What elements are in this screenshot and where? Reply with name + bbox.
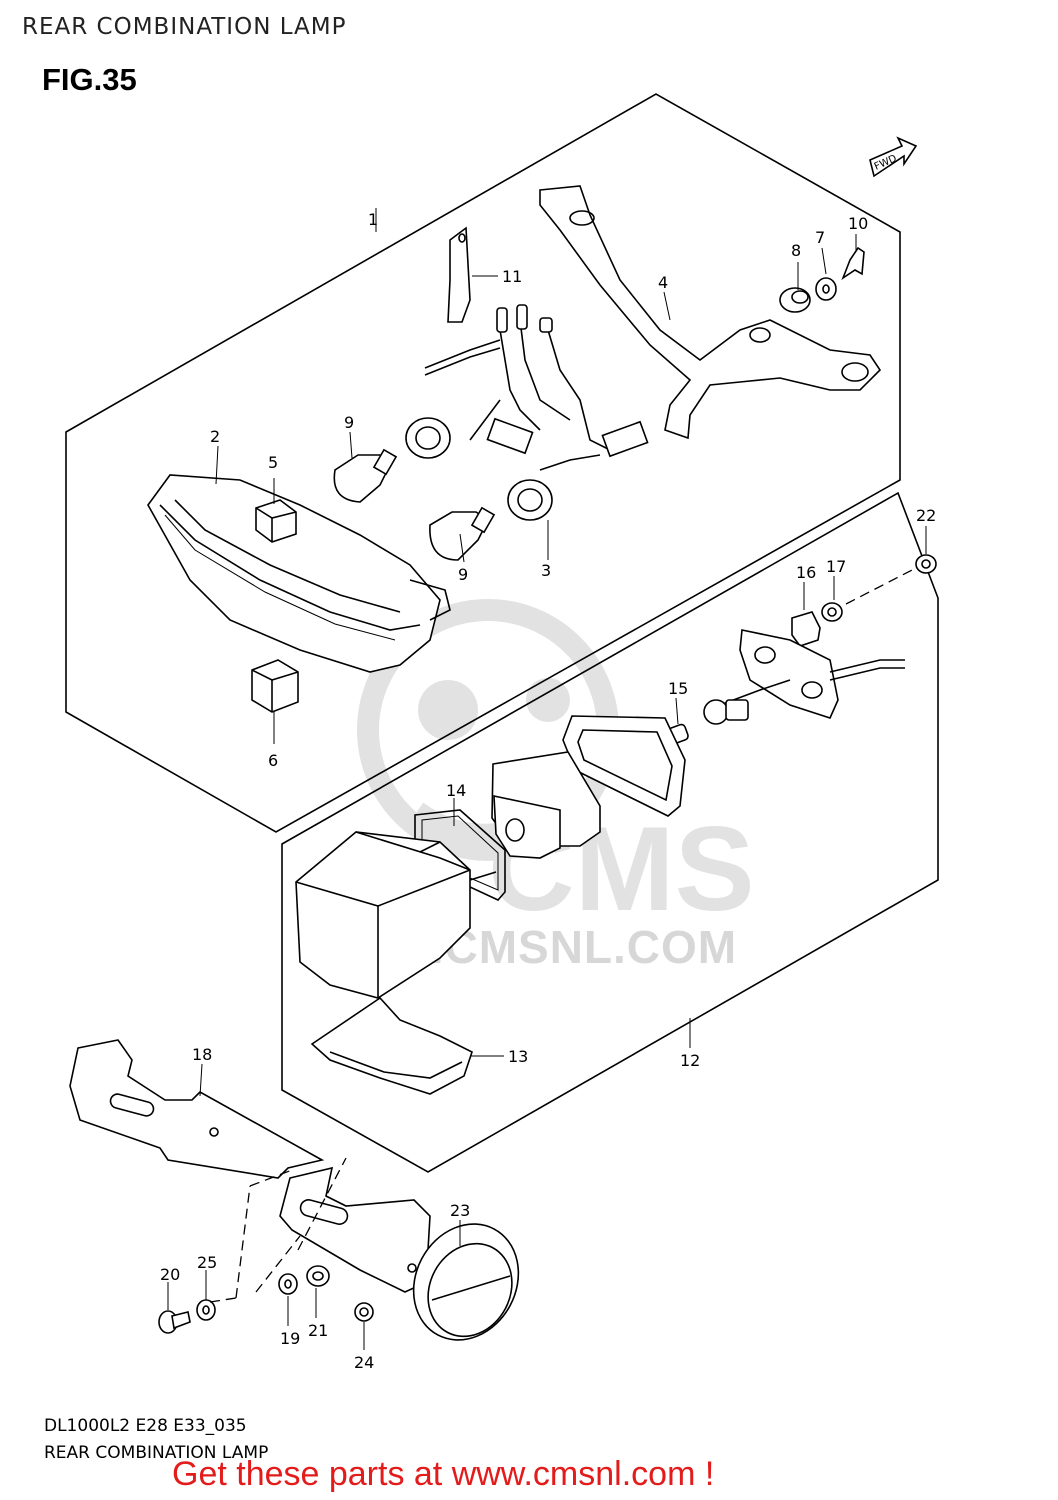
part-11-clamp [447, 226, 471, 323]
callout-23: 23 [450, 1201, 470, 1220]
license-lamp-lens [295, 831, 497, 999]
callout-7: 7 [815, 228, 825, 247]
callout-20: 20 [160, 1265, 180, 1284]
part-22-nut [915, 554, 937, 574]
fwd-label: FWD [873, 153, 899, 173]
callout-21: 21 [308, 1321, 328, 1340]
callout-11: 11 [502, 267, 522, 286]
fwd-arrow-icon: FWD [869, 136, 918, 178]
callout-17: 17 [826, 557, 846, 576]
model-code: DL1000L2 E28 E33_035 [44, 1416, 247, 1436]
callouts: 1 2 3 4 5 6 7 8 9 9 10 11 12 13 14 15 16 [160, 208, 936, 1372]
part-6-reflector [251, 659, 299, 713]
assembly-dashed-lines [209, 1157, 347, 1303]
part-2-tail-lamp [147, 474, 451, 673]
footer-title: REAR COMBINATION LAMP [44, 1443, 269, 1463]
callout-12: 12 [680, 1051, 700, 1070]
part-15-bulb [667, 699, 749, 745]
callout-3: 3 [541, 561, 551, 580]
part-4-bracket [539, 185, 882, 440]
callout-2: 2 [210, 427, 220, 446]
part-18-bracket [69, 1039, 325, 1179]
lens-gasket [562, 715, 686, 817]
callout-6: 6 [268, 751, 278, 770]
group-1-box [65, 93, 901, 833]
page-title: REAR COMBINATION LAMP [22, 14, 347, 40]
callout-24: 24 [354, 1353, 374, 1372]
callout-19: 19 [280, 1329, 300, 1348]
part-7-washer [815, 277, 837, 301]
callout-14: 14 [446, 781, 466, 800]
part-25-washer [196, 1299, 216, 1321]
part-3-socket [405, 417, 553, 521]
callout-15: 15 [668, 679, 688, 698]
part-20-bolt [158, 1310, 191, 1334]
callout-18: 18 [192, 1045, 212, 1064]
group-12-box [281, 491, 939, 1173]
part-24-nut [354, 1302, 374, 1322]
callout-16: 16 [796, 563, 816, 582]
callout-9b: 9 [458, 565, 468, 584]
part-10-screw [841, 246, 865, 281]
callout-5: 5 [268, 453, 278, 472]
callout-10: 10 [848, 214, 868, 233]
promo-link[interactable]: Get these parts at www.cmsnl.com ! [172, 1455, 715, 1493]
callout-13: 13 [508, 1047, 528, 1066]
callout-4: 4 [658, 273, 668, 292]
part-21-nut [306, 1265, 330, 1287]
license-lamp-base [719, 629, 905, 719]
callout-1: 1 [368, 210, 378, 229]
part-13-lens-cover [310, 996, 473, 1095]
part-23-reflector [412, 1223, 520, 1341]
wiring-harness [424, 304, 649, 471]
part-16-spacer [791, 611, 821, 647]
lamp-housing [491, 751, 601, 859]
license-bracket [279, 1166, 431, 1293]
part-19-washer [278, 1273, 298, 1295]
part-9-bulb [333, 448, 496, 561]
callout-25: 25 [197, 1253, 217, 1272]
part-8-grommet [779, 287, 811, 313]
callout-9a: 9 [344, 413, 354, 432]
part-17-nut [821, 602, 843, 622]
callout-22: 22 [916, 506, 936, 525]
figure-label: FIG.35 [42, 62, 137, 97]
callout-8: 8 [791, 241, 801, 260]
part-5-reflector [255, 499, 297, 543]
